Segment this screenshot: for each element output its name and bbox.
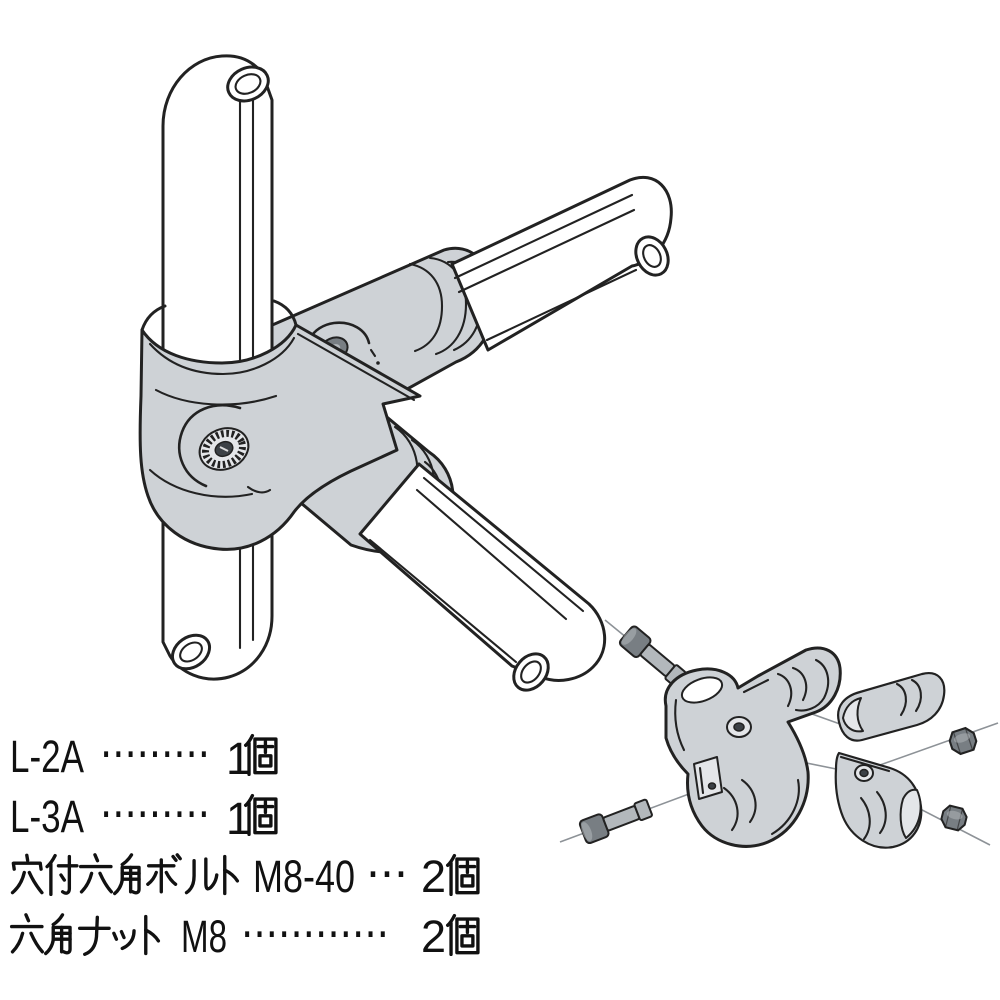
leader-dots: ···: [366, 848, 408, 901]
pipe-open-end: [170, 633, 212, 671]
part-spec-text: M8: [181, 911, 227, 962]
part-qty-number: 1: [226, 793, 251, 844]
glyph-ana-icon: [10, 853, 44, 895]
glyph-na-icon: [78, 915, 111, 957]
part-qty-number: 2: [421, 851, 446, 902]
part-qty-number: 1: [226, 733, 251, 784]
part-name-text: L-3A: [10, 791, 84, 842]
parts-list-row: M8-40 ··· 2: [10, 848, 480, 902]
part-spec-text: M8-40: [253, 851, 355, 902]
glyph-kaku-icon: [44, 913, 72, 956]
assembled-joint-figure: [138, 54, 673, 692]
glyph-roku-icon: [79, 853, 114, 894]
parts-list-row: M8 ············ 2: [10, 908, 480, 962]
glyph-roku-icon: [10, 913, 45, 954]
hex-nut-icon: [946, 725, 980, 757]
unit-kanji-ko-glyph: [445, 913, 480, 957]
clamp-half-right: [834, 672, 946, 849]
pipe-open-end: [512, 652, 550, 692]
glyph-ttsu-icon: [112, 929, 136, 951]
leader-dots: ············: [241, 908, 389, 961]
exploded-parts-figure: [559, 619, 999, 849]
unit-kanji-ko-glyph: [243, 793, 278, 837]
bolt-axis-line: [879, 722, 999, 766]
slot-hole: [693, 756, 723, 800]
part-name-kanji: [10, 853, 240, 897]
socket-bolt-knurled: [177, 403, 272, 494]
part-qty-number: 2: [421, 911, 446, 962]
leader-dots: ·········: [100, 788, 210, 841]
part-name-kanji: [10, 913, 161, 957]
glyph-bo-icon: [146, 853, 182, 894]
parts-list-row: L-2A ········· 1: [10, 728, 278, 784]
glyph-kaku-icon: [113, 853, 141, 896]
clamp-body: [138, 299, 422, 551]
unit-kanji-ko-glyph: [445, 853, 480, 897]
leader-dots: ·········: [100, 728, 210, 781]
part-name-text: L-2A: [10, 731, 84, 782]
glyph-to-icon: [223, 854, 240, 896]
mating-line: [811, 713, 841, 725]
clamp-half-left: [663, 646, 842, 848]
glyph-ru-icon: [184, 857, 219, 895]
glyph-fu-icon: [45, 853, 79, 897]
pipe-open-end: [634, 235, 670, 277]
hex-socket-bolt-icon: [577, 795, 655, 846]
glyph-to-icon: [144, 914, 161, 956]
parts-list: L-2A ········· 1 L-3A ········· 1 M8-40: [10, 728, 480, 962]
lower-branch-pipe: [358, 462, 607, 692]
upper-branch-pipe: [450, 175, 673, 352]
hex-nut-icon: [938, 803, 970, 833]
unit-kanji-ko-glyph: [243, 733, 278, 777]
pipe-open-end: [226, 65, 270, 103]
parts-list-row: L-3A ········· 1: [10, 788, 278, 844]
